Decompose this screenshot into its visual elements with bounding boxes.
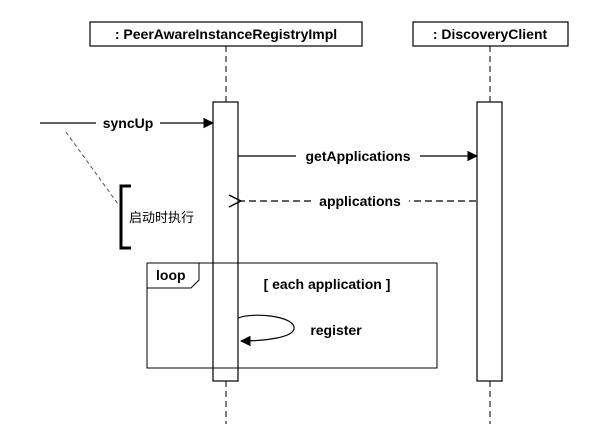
message-register: register bbox=[237, 314, 362, 347]
note-connector bbox=[65, 131, 119, 205]
message-sync-up: syncUp bbox=[40, 115, 215, 131]
note-text: 启动时执行 bbox=[129, 211, 194, 226]
message-get-applications: getApplications bbox=[238, 148, 479, 164]
activation-bar-registry bbox=[212, 101, 239, 382]
loop-operator-tab bbox=[147, 263, 200, 289]
message-label-applications: applications bbox=[319, 193, 401, 209]
lifeline-label-registry: : PeerAwareInstanceRegistryImpl bbox=[115, 26, 337, 42]
activation-bar-discovery bbox=[476, 101, 503, 382]
loop-fragment: loop [ each application ] bbox=[146, 262, 438, 369]
note-startup: 启动时执行 bbox=[65, 131, 194, 250]
lifeline-header-registry: : PeerAwareInstanceRegistryImpl bbox=[89, 21, 363, 47]
message-label-get-applications: getApplications bbox=[305, 148, 410, 164]
note-bracket bbox=[119, 184, 131, 250]
loop-operator-label: loop bbox=[156, 267, 186, 283]
loop-guard: [ each application ] bbox=[264, 276, 391, 292]
message-label-register: register bbox=[310, 322, 362, 338]
message-label-sync-up: syncUp bbox=[103, 115, 154, 131]
lifeline-label-discovery: : DiscoveryClient bbox=[433, 26, 548, 42]
loop-frame bbox=[146, 262, 438, 369]
lifeline-header-discovery: : DiscoveryClient bbox=[412, 21, 569, 47]
message-applications-return: applications bbox=[241, 193, 476, 209]
